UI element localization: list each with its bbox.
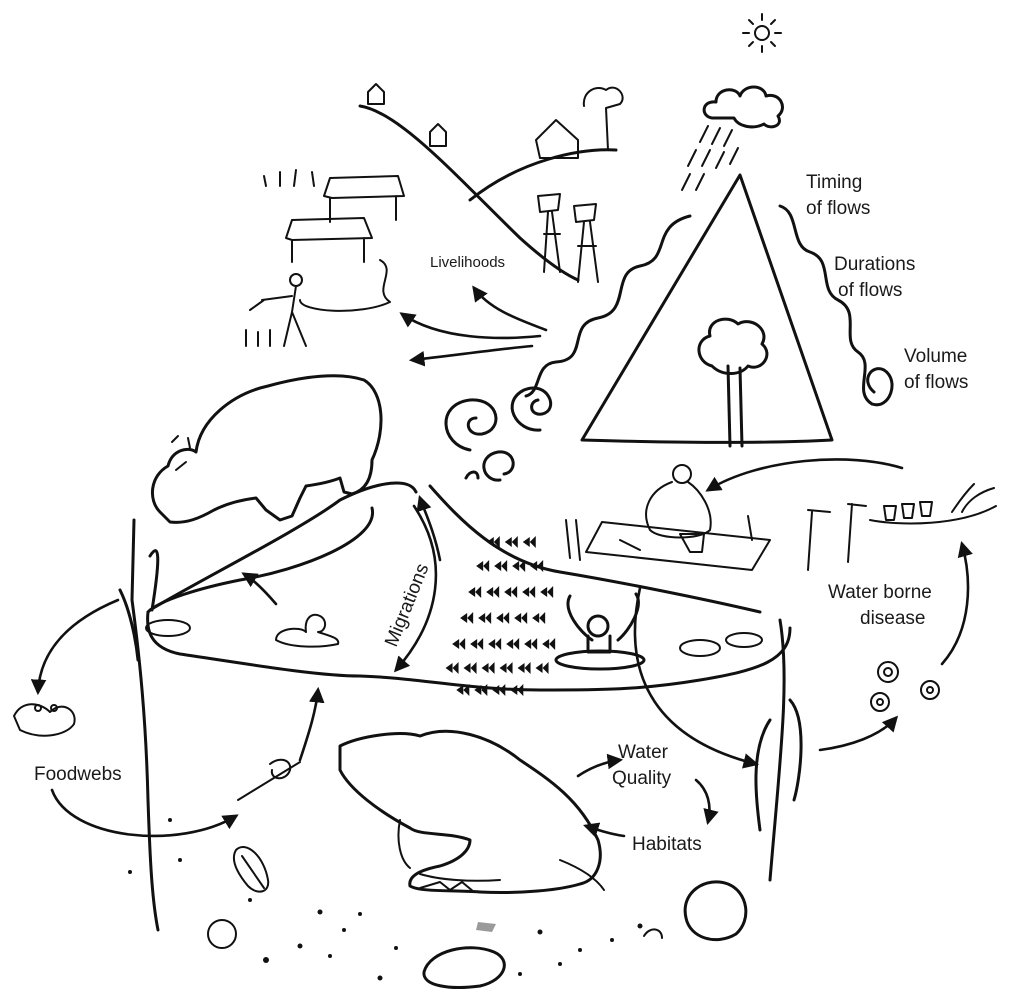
duck-arrow bbox=[244, 574, 276, 604]
label-water-quality-line1: Water bbox=[618, 742, 669, 763]
cloud-icon bbox=[704, 87, 782, 127]
fish-icon bbox=[542, 638, 555, 650]
reeds-icon bbox=[120, 520, 801, 930]
fish-icon bbox=[482, 662, 495, 674]
lily-pads bbox=[146, 620, 762, 656]
fish-icon bbox=[492, 684, 505, 696]
people-icon bbox=[538, 194, 598, 282]
label-livelihoods: Livelihoods bbox=[430, 254, 505, 271]
fish-icon bbox=[452, 638, 465, 650]
label-timing-line2: of flows bbox=[806, 198, 870, 219]
fish-icon bbox=[505, 536, 518, 548]
swimmer-icon bbox=[556, 594, 644, 669]
hippo-icon bbox=[152, 376, 381, 523]
rain-icon bbox=[682, 126, 738, 190]
fish-icon bbox=[478, 612, 491, 624]
snails-icon bbox=[871, 662, 939, 711]
fish-icon bbox=[470, 638, 483, 650]
fish-icon bbox=[476, 560, 489, 572]
insect-icon bbox=[238, 760, 300, 800]
label-habitats: Habitats bbox=[632, 834, 702, 855]
fish-icon bbox=[530, 560, 543, 572]
fish-icon bbox=[518, 662, 531, 674]
label-water-quality-line2: Quality bbox=[612, 768, 672, 789]
fish-icon bbox=[494, 560, 507, 572]
fish-icon bbox=[468, 586, 481, 598]
label-timing-line1: Timing bbox=[806, 172, 862, 193]
fish-icon bbox=[460, 612, 473, 624]
label-water-borne-line2: disease bbox=[860, 608, 926, 629]
fish-icon bbox=[504, 586, 517, 598]
fish-icon bbox=[464, 662, 477, 674]
livelihood-arrows bbox=[402, 288, 546, 360]
flow-waves bbox=[526, 206, 892, 405]
duck-icon bbox=[276, 615, 338, 647]
label-migrations: Migrations bbox=[381, 561, 433, 650]
fish-icon bbox=[486, 586, 499, 598]
tree-icon bbox=[699, 319, 767, 446]
fish-icon bbox=[522, 586, 535, 598]
taps-icon bbox=[808, 484, 996, 570]
label-foodwebs: Foodwebs bbox=[34, 764, 122, 785]
fish-icon bbox=[540, 586, 553, 598]
label-durations-line1: Durations bbox=[834, 254, 915, 275]
fish-icon bbox=[514, 612, 527, 624]
label-water-borne-line1: Water borne bbox=[828, 582, 932, 603]
crocodile-icon bbox=[340, 731, 604, 892]
river bbox=[148, 483, 790, 690]
fish-icon bbox=[536, 662, 549, 674]
fish-school bbox=[446, 536, 556, 696]
fish-icon bbox=[500, 662, 513, 674]
label-volume-line2: of flows bbox=[904, 372, 968, 393]
label-durations-line2: of flows bbox=[838, 280, 902, 301]
fish-icon bbox=[510, 684, 523, 696]
mountain bbox=[582, 175, 832, 442]
frog-icon bbox=[14, 704, 75, 735]
spiral-flows bbox=[446, 388, 551, 480]
fish-icon bbox=[496, 612, 509, 624]
bather-icon bbox=[566, 465, 770, 570]
farmer-icon bbox=[246, 274, 306, 346]
migrations-arrow-up bbox=[420, 498, 440, 560]
fish-icon bbox=[488, 638, 501, 650]
fish-icon bbox=[523, 536, 536, 548]
leaf-icon bbox=[234, 847, 268, 892]
fish-icon bbox=[524, 638, 537, 650]
bather-arrow bbox=[708, 459, 902, 490]
sun-icon bbox=[743, 14, 781, 52]
label-volume-line1: Volume bbox=[904, 346, 967, 367]
fish-icon bbox=[446, 662, 459, 674]
fish-icon bbox=[532, 612, 545, 624]
fish-icon bbox=[506, 638, 519, 650]
